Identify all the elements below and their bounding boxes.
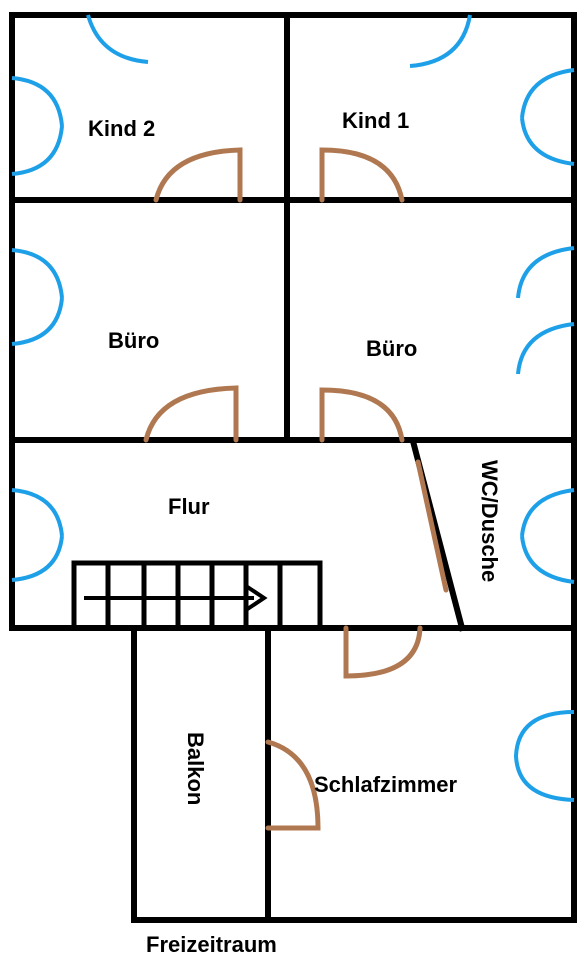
label-kind1: Kind 1 (342, 108, 409, 133)
window-buero-right-a (516, 246, 575, 299)
window-wc-a (520, 488, 575, 537)
label-kind2: Kind 2 (88, 116, 155, 141)
label-buero-right: Büro (366, 336, 417, 361)
window-flur-left-b (11, 535, 64, 582)
window-kind2-left-b (11, 125, 64, 176)
window-wc-b (520, 535, 575, 584)
window-buero-left-a (11, 248, 64, 299)
door-kind1 (319, 147, 405, 203)
windows (11, 14, 575, 802)
room-labels: Kind 2 Kind 1 Büro Büro Flur WC/Dusche S… (88, 108, 502, 957)
label-wc: WC/Dusche (477, 460, 502, 582)
window-buero-left-b (11, 297, 64, 346)
staircase (71, 560, 323, 631)
label-balkon: Balkon (183, 732, 208, 805)
door-buero-left (143, 385, 239, 443)
window-schlafzimmer (513, 710, 575, 802)
doors (143, 147, 449, 831)
door-balkon (265, 739, 321, 831)
window-kind1-top (409, 14, 472, 68)
door-kind2 (153, 147, 243, 203)
window-flur-left-a (11, 488, 64, 537)
label-flur: Flur (168, 494, 210, 519)
window-kind1-right-b (520, 117, 575, 166)
label-schlafzimmer: Schlafzimmer (314, 772, 457, 797)
window-kind1-right (520, 68, 575, 119)
door-wc (415, 459, 449, 593)
window-buero-right-b (516, 322, 575, 375)
label-buero-left: Büro (108, 328, 159, 353)
door-schlafzimmer-top (343, 625, 423, 679)
door-buero-right (319, 387, 405, 443)
window-kind2-top (86, 14, 149, 64)
label-freizeitraum: Freizeitraum (146, 932, 277, 957)
stair-arrow-head (244, 584, 268, 612)
window-kind2-left (11, 76, 64, 127)
